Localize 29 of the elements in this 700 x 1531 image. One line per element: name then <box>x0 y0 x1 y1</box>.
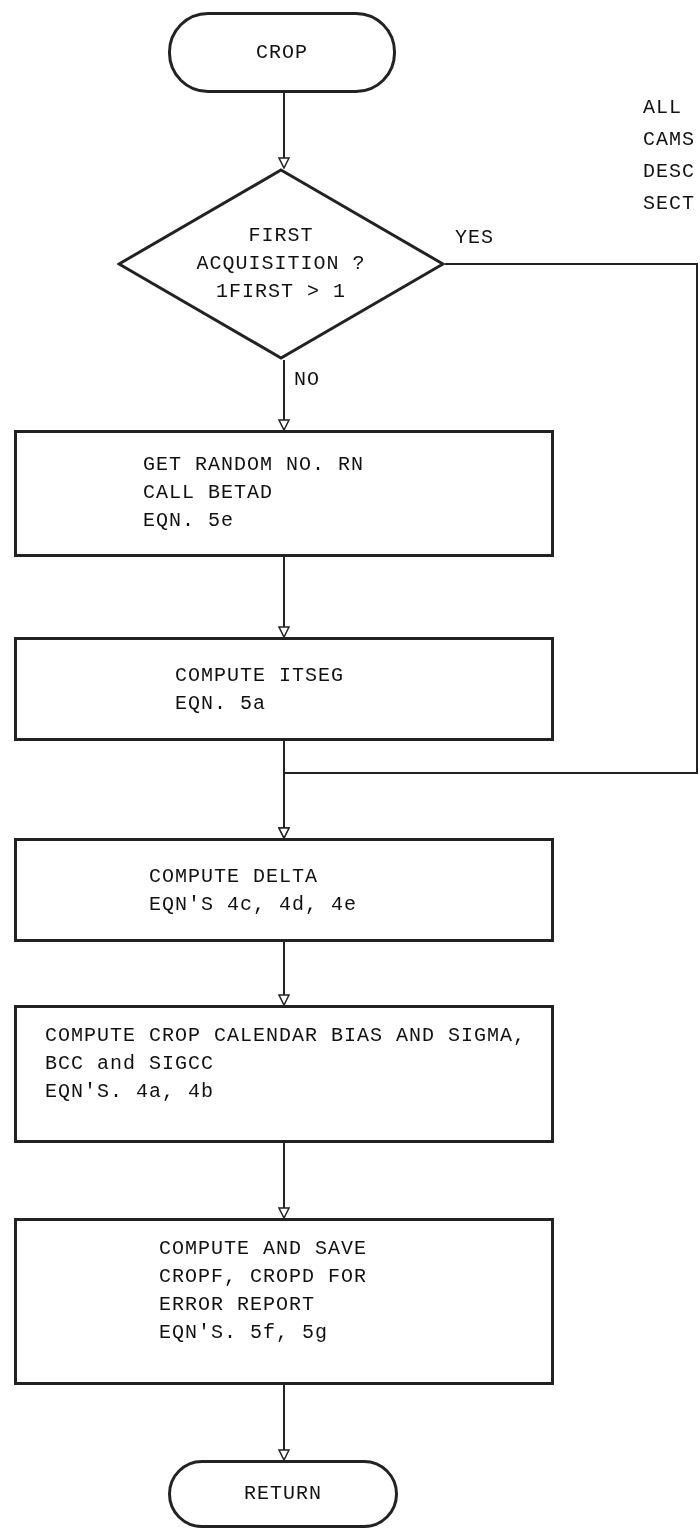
step-text: COMPUTE AND SAVE CROPF, CROPD FOR ERROR REPORT <box>159 1236 369 1318</box>
process-box <box>14 637 554 741</box>
step-text: RETURN <box>244 1481 322 1507</box>
step-text: EQN'S 4c, 4d, 4e <box>149 892 359 918</box>
step-text: GET RANDOM NO. RN <box>143 452 366 478</box>
step-text: CROP <box>256 39 308 66</box>
arrow <box>278 263 698 839</box>
step-text: COMPUTE CROP CALENDAR BIAS AND SIGMA, BCC and SIGCC <box>45 1023 528 1077</box>
step-text: EQN. 5a <box>175 691 267 717</box>
process-box <box>14 430 554 557</box>
decision-diamond <box>117 168 445 360</box>
arrow <box>278 941 290 1006</box>
process-box <box>14 1218 554 1385</box>
arrow <box>278 92 290 169</box>
process-box <box>14 838 554 942</box>
step-text: COMPUTE ITSEG <box>175 663 346 689</box>
terminal-box <box>168 12 396 93</box>
process-box <box>14 1005 554 1143</box>
terminal-box <box>168 1460 398 1528</box>
step-text: COMPUTE DELTA <box>149 864 320 890</box>
arrow <box>278 556 290 638</box>
step-text: EQN'S. 5f, 5g <box>159 1320 330 1346</box>
step-text: FIRST ACQUISITION ? 1FIRST > 1 <box>195 223 367 305</box>
arrow <box>278 359 290 431</box>
step-text: EQN. 5e <box>143 508 235 534</box>
arrow <box>278 1384 290 1461</box>
step-text: CALL BETAD <box>143 480 275 506</box>
step-text: EQN'S. 4a, 4b <box>45 1079 216 1105</box>
arrow <box>278 1142 290 1219</box>
